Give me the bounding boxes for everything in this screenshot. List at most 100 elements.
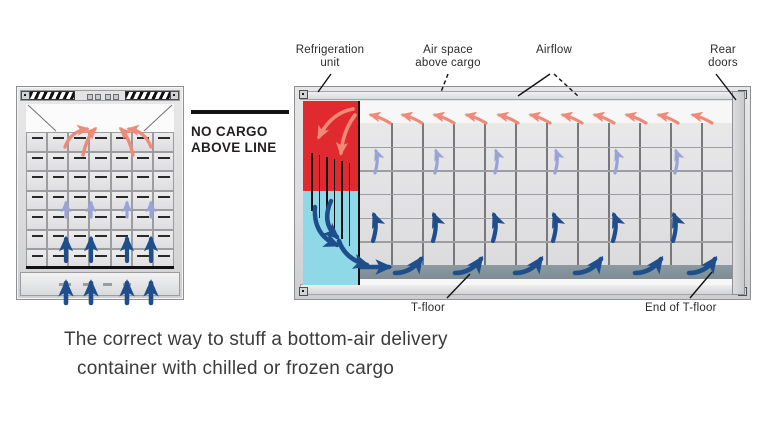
corner-fitting-top-right [170,91,179,100]
cross-section-airflow-arrows [58,124,159,306]
base-mark-3 [103,283,112,286]
carton-tab [73,156,86,159]
carton-tab [31,254,44,257]
cargo-carton [26,171,48,191]
refrigeration-unit-bulkhead [358,101,360,285]
cargo-carton [26,229,48,250]
label-air-space-line2: above cargo [415,57,481,69]
carton-tab [137,196,149,198]
cargo-carton [47,210,69,230]
carton-tab [31,215,44,218]
cargo-carton [26,132,48,152]
roof-vent-1 [87,94,93,100]
carton-tab [73,235,86,238]
label-rear-doors-line2: doors [708,57,738,69]
carton-tab [31,235,44,238]
label-rear-doors: Rear doors [692,44,754,70]
roof-diagonals [27,104,173,132]
roof-vent-3 [105,94,111,100]
carton-tab [52,196,65,198]
carton-tab [137,176,149,179]
evaporator-coil-line [318,155,321,218]
carton-tab [158,235,171,238]
carton-tab [95,156,107,159]
carton-tab [158,137,171,140]
carton-tab [95,235,107,238]
cargo-carton [152,171,174,191]
caption-line-1: The correct way to stuff a bottom-air de… [64,329,448,350]
no-cargo-line-indicator [191,110,289,114]
carton-tab [158,156,171,159]
corner-fitting-top-left [21,91,30,100]
carton-tab [73,196,86,198]
carton-tab [137,254,149,257]
evaporator-coil-line [311,153,313,211]
label-air-space-line1: Air space [423,44,473,56]
longitudinal-interior [303,101,732,285]
label-refrigeration-unit-line1: Refrigeration [295,44,365,56]
cargo-row-divider [360,146,732,148]
no-cargo-line-1: NO CARGO [191,124,268,139]
no-cargo-note: NO CARGO ABOVE LINE [191,124,277,156]
carton-tab [52,215,65,218]
cargo-carton [110,151,132,172]
cargo-carton [131,151,153,172]
carton-tab [95,254,107,257]
longitudinal-airflow-arrows [312,107,718,276]
carton-tab [95,215,107,218]
carton-tab [31,196,44,198]
cargo-row-divider [360,170,732,172]
longitudinal-section-container [294,86,751,300]
cargo-carton [26,151,48,172]
caption-line-2: container with chilled or frozen cargo [77,358,395,379]
carton-tab [52,254,65,257]
cargo-row-divider [360,241,732,243]
carton-tab [137,235,149,238]
carton-tab [31,137,44,140]
cross-section-container [16,86,184,306]
carton-tab [31,156,44,159]
cargo-carton [152,151,174,172]
cargo-carton [152,210,174,230]
evaporator-coil-line [341,161,343,239]
cargo-carton [152,132,174,152]
cargo-carton [152,249,174,269]
carton-tab [116,215,128,218]
carton-tab [95,196,107,198]
cargo-carton [26,210,48,230]
rear-doors [732,91,745,295]
carton-tab [73,254,86,257]
no-cargo-line-2: ABOVE LINE [191,140,277,155]
label-airflow: Airflow [536,44,572,56]
carton-tab [116,254,128,257]
carton-tab [116,176,128,179]
cargo-carton [110,171,132,191]
carton-tab [116,156,128,159]
carton-tab [158,215,171,218]
label-rear-doors-line1: Rear [710,44,736,56]
label-air-space: Air space above cargo [398,44,498,70]
cargo-carton [47,151,69,172]
cargo-row-divider [360,217,732,219]
cargo-carton [131,210,153,230]
cargo-carton [68,171,90,191]
evaporator-coil-line [348,163,351,246]
carton-tab [95,137,107,140]
cargo-carton [89,151,111,172]
carton-tab [73,137,86,140]
carton-tab [52,176,65,179]
label-refrigeration-unit: Refrigeration unit [284,44,376,70]
cargo-carton [68,210,90,230]
label-end-of-t-floor: End of T-floor [645,302,717,314]
cargo-row-divider [360,194,732,196]
container-base-rail [300,284,735,295]
corner-fitting-bottom-left [299,287,308,296]
label-refrigeration-unit-line2: unit [320,57,340,69]
carton-tab [137,156,149,159]
evaporator-coil-line [333,159,336,232]
cargo-carton [89,210,111,230]
carton-tab [73,176,86,179]
cargo-carton [47,171,69,191]
cargo-grid [360,123,732,265]
container-roof-rail [300,91,735,100]
